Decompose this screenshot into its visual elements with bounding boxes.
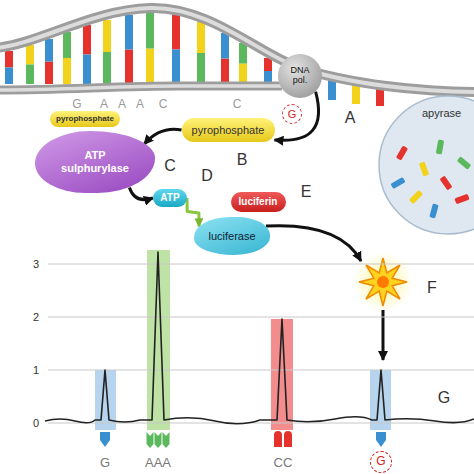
polymerase-circle: DNA pol.: [278, 54, 322, 98]
node-text: ATP: [160, 192, 179, 204]
atp-molecule: ATP: [153, 189, 187, 207]
axis-tick: 3: [33, 259, 39, 270]
node-text: ATP sulphurylase: [53, 149, 137, 174]
dna-strand-highlight: [0, 8, 474, 92]
step-letter: D: [201, 168, 213, 184]
step-letter: A: [345, 110, 356, 126]
node-text: luciferin: [239, 196, 278, 208]
node-text: G: [376, 455, 385, 469]
template-base: A: [136, 98, 144, 110]
light-flash: [359, 258, 407, 306]
nucleotide-fragment: [409, 190, 423, 204]
pyrophosphate-blob: pyrophosphate: [182, 118, 275, 142]
template-base: A: [100, 98, 108, 110]
pyrogram-trace: [45, 252, 474, 424]
nucleotide-icon: [147, 432, 170, 448]
apyrase-circle: [379, 96, 474, 234]
template-base: C: [233, 98, 242, 110]
axis-tick: 1: [33, 365, 39, 376]
luciferin-molecule: luciferin: [231, 192, 286, 212]
nucleotide-label: AAA: [145, 456, 171, 469]
node-text: apyrase: [422, 107, 461, 120]
nucleotide-label: G: [100, 456, 110, 469]
node-text: G: [288, 108, 297, 121]
reaction-arrow: [266, 226, 361, 261]
dna-strand-highlight: [0, 86, 282, 90]
node-text: luciferase: [208, 230, 255, 243]
enzyme-blob: luciferase: [194, 217, 270, 255]
node-text: pyrophosphate: [192, 124, 265, 137]
axis-tick: 2: [33, 312, 39, 323]
nucleotide-circle: G: [370, 451, 392, 473]
reaction-arrow: [275, 92, 319, 141]
nucleotide-icon: [376, 432, 386, 447]
grid-line: [48, 264, 474, 423]
nucleotide-icon: [274, 431, 292, 447]
axis-tick: 0: [33, 418, 39, 429]
nucleotide-circle: G: [282, 104, 302, 124]
nucleotide-fragment: [454, 194, 469, 204]
apyrase-circle: apyrase: [378, 95, 474, 235]
nucleotide-icon: [100, 432, 110, 447]
reaction-arrow: [144, 129, 181, 144]
enzyme-blob: ATP sulphurylasepyrophosphate: [35, 131, 155, 193]
template-base: A: [118, 98, 126, 110]
reaction-arrow: [187, 198, 199, 227]
light-glow: [353, 252, 413, 312]
node-text: DNA pol.: [283, 66, 317, 86]
peak-band: [271, 319, 293, 430]
nucleotide-label: CC: [274, 456, 293, 469]
template-base: G: [72, 98, 81, 110]
step-letter: C: [164, 158, 176, 174]
dna-strand: [0, 8, 474, 92]
step-letter: F: [427, 280, 437, 296]
reaction-arrow: [129, 187, 153, 199]
nucleotide-fragment: [440, 176, 453, 191]
nucleotide-fragment: [436, 140, 444, 155]
nucleotide-fragment: [457, 156, 472, 170]
step-letter: G: [438, 390, 450, 406]
dna-strand: [0, 86, 282, 90]
nucleotide-fragment: [396, 145, 408, 160]
pyrophosphate-blob: pyrophosphate: [50, 111, 120, 127]
nucleotide-fragment: [429, 203, 438, 218]
nucleotide-fragment: [419, 161, 429, 176]
node-text: pyrophosphate: [56, 114, 114, 123]
light-core: [377, 276, 389, 288]
step-letter: B: [237, 152, 248, 168]
step-letter: E: [301, 184, 312, 200]
template-base: C: [159, 98, 168, 110]
nucleotide-fragment: [390, 177, 405, 189]
